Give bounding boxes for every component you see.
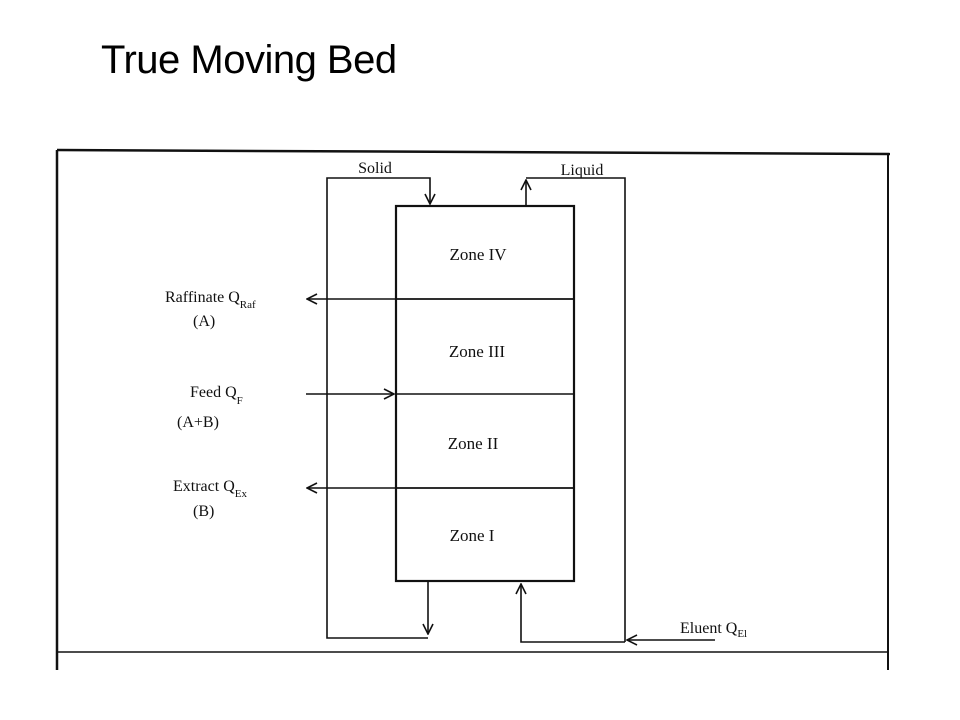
eluent-subscript: El	[737, 628, 747, 640]
zone-label: Zone I	[450, 526, 495, 545]
solid-label: Solid	[358, 160, 392, 177]
diagram-frame	[55, 148, 891, 670]
zone-label: Zone III	[449, 342, 506, 361]
feed-subscript: F	[237, 395, 243, 407]
solid-recycle-loop	[326, 177, 430, 639]
feed-contents: (A+B)	[177, 414, 219, 431]
liquid-recycle-loop	[521, 177, 626, 643]
raffinate-contents: (A)	[193, 313, 215, 330]
eluent-label: Eluent QEl	[680, 620, 747, 640]
extract-label: Extract QEx	[173, 478, 247, 500]
raffinate-label: Raffinate QRaf	[165, 289, 256, 311]
extract-subscript: Ex	[235, 488, 248, 500]
zone-label: Zone IV	[449, 245, 507, 264]
extract-contents: (B)	[193, 503, 214, 520]
slide-title: True Moving Bed	[101, 38, 397, 82]
raffinate-subscript: Raf	[240, 299, 256, 311]
liquid-label: Liquid	[561, 162, 604, 179]
feed-label: Feed QF	[190, 384, 243, 407]
zone-label: Zone II	[448, 434, 499, 453]
